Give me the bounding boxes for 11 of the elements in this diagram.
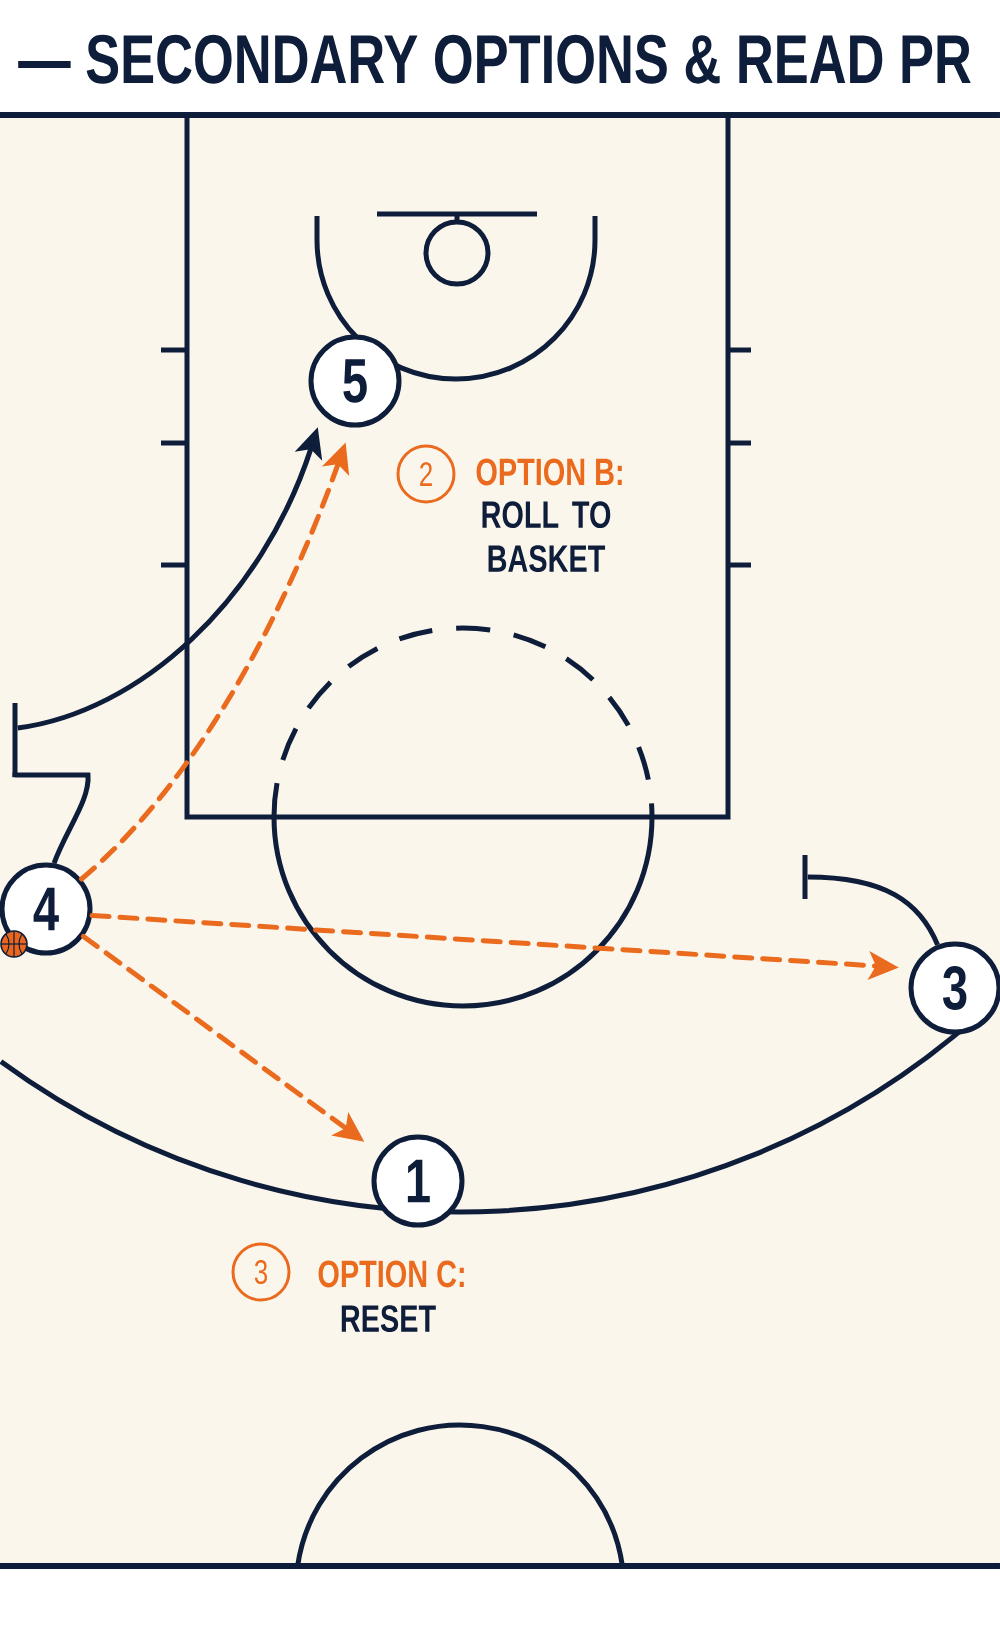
screen-bar	[12, 703, 18, 777]
option-text: RESET	[341, 1305, 436, 1333]
screen-line	[807, 874, 940, 946]
option-label: OPTION B:	[476, 458, 622, 486]
option-text: ROLL TO BASKET	[482, 501, 611, 573]
option-label: OPTION C:	[318, 1260, 464, 1288]
callout-number: 2	[396, 444, 456, 504]
callout-number: 3	[231, 1242, 291, 1302]
screen-line	[12, 772, 91, 865]
title: — SECONDARY OPTIONS & READ PR	[18, 34, 971, 84]
screen-bar	[802, 855, 808, 899]
